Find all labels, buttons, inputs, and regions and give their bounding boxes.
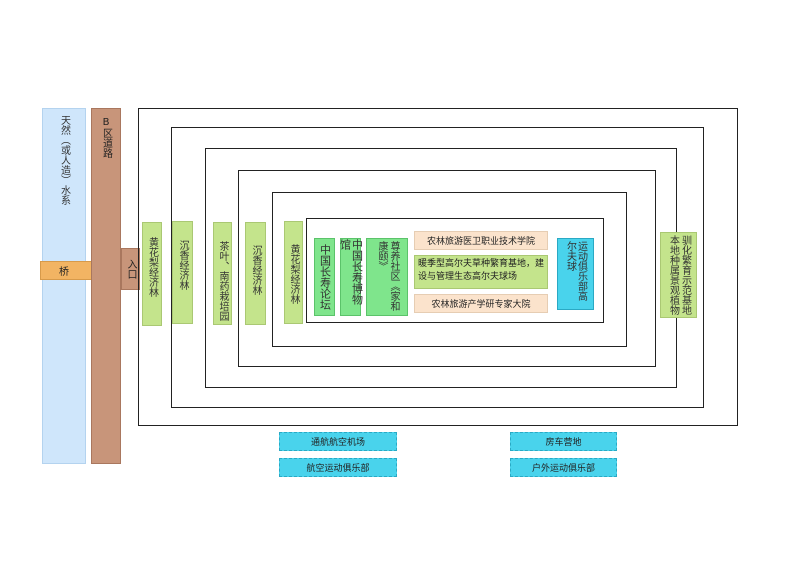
road-label: B区道路 (100, 117, 112, 158)
golf-sports-club-label: 运动俱乐部高尔夫球 (564, 241, 587, 301)
belt-huanghuali-inner-label: 黄花梨经济林 (288, 244, 299, 304)
frame-6 (306, 218, 604, 323)
bridge-label: 桥 (59, 267, 69, 278)
aviation-sports-club: 航空运动俱乐部 (279, 458, 397, 477)
belt-huanghuali-outer: 黄花梨经济林 (142, 222, 162, 326)
belt-chenxiang-outer-label: 沉香经济林 (177, 240, 188, 290)
longevity-museum: 中国长寿博物馆 (338, 238, 364, 316)
belt-huanghuali-outer-label: 黄花梨经济林 (146, 237, 158, 297)
rv-camp-label: 房车营地 (545, 438, 582, 448)
water-system-strip: 天然（或人造）水系 (42, 108, 86, 464)
belt-chenxiang-inner: 沉香经济林 (245, 222, 266, 325)
frame-5 (272, 192, 627, 347)
plant-breeding-base-label: 驯化繁育示范基地本地种属景观植物 (667, 235, 691, 315)
b-zone-road: B区道路 (91, 108, 121, 464)
college-box: 农林旅游医卫职业技术学院 (414, 231, 548, 250)
belt-tea-medicine-label: 茶叶、南药栽培园 (217, 241, 228, 321)
expert-yard-label: 农林旅游产学研专家大院 (431, 300, 531, 310)
expert-yard-box: 农林旅游产学研专家大院 (414, 294, 548, 313)
aviation-club-label: 航空运动俱乐部 (306, 464, 370, 474)
water-system-label: 天然（或人造）水系 (58, 115, 70, 205)
care-community-label: 尊养社区《家和康颐》 (376, 241, 399, 311)
frame-1 (138, 108, 738, 426)
longevity-forum-label: 中国长寿论坛 (318, 244, 332, 310)
golf-base-box: 暖季型高尔夫草种繁育基地，建设与管理生态高尔夫球场 (414, 255, 548, 289)
golf-base-label: 暖季型高尔夫草种繁育基地，建设与管理生态高尔夫球场 (418, 259, 545, 282)
belt-chenxiang-outer: 沉香经济林 (172, 221, 193, 324)
entrance-label: 入口 (125, 259, 136, 279)
golf-sports-club: 运动俱乐部高尔夫球 (557, 238, 594, 310)
outdoor-sports-club: 户外运动俱乐部 (510, 458, 617, 477)
airport-label: 通航航空机场 (310, 438, 365, 448)
outdoor-club-label: 户外运动俱乐部 (531, 464, 595, 474)
plant-breeding-base: 驯化繁育示范基地本地种属景观植物 (660, 232, 697, 318)
frame-4 (238, 170, 656, 367)
longevity-forum: 中国长寿论坛 (314, 238, 335, 316)
entrance: 入口 (121, 248, 140, 290)
longevity-museum-label: 中国长寿博物馆 (338, 239, 364, 305)
belt-huanghuali-inner: 黄花梨经济林 (284, 221, 303, 324)
frame-2 (171, 127, 704, 408)
rv-camp: 房车营地 (510, 432, 617, 451)
college-label: 农林旅游医卫职业技术学院 (426, 237, 535, 247)
general-aviation-airport: 通航航空机场 (279, 432, 397, 451)
belt-tea-medicine: 茶叶、南药栽培园 (213, 222, 232, 325)
care-community: 尊养社区《家和康颐》 (366, 238, 408, 316)
belt-chenxiang-inner-label: 沉香经济林 (250, 245, 261, 295)
